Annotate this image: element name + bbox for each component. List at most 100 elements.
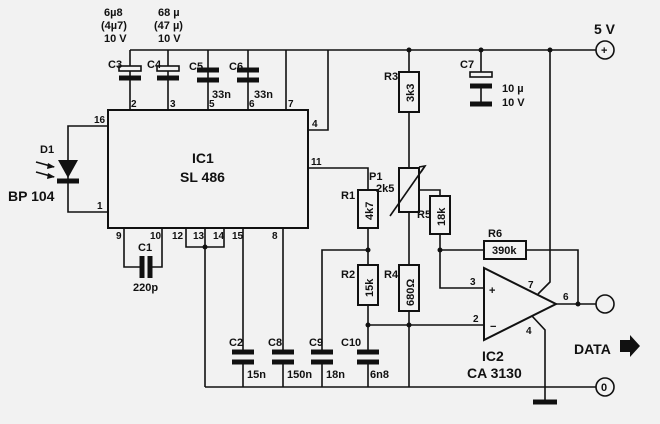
capacitor-c6: C6 33n — [229, 61, 273, 101]
r6-name: R6 — [488, 228, 502, 240]
ic1-pin-11: 11 — [311, 157, 322, 168]
ic1-pin-6: 6 — [249, 99, 255, 110]
c4-alt-value: (47 µ) — [154, 20, 183, 32]
p1-value: 2k5 — [376, 183, 394, 195]
capacitor-c10: C10 6n8 — [341, 325, 389, 387]
c9-value: 18n — [326, 369, 345, 381]
r4-name: R4 — [384, 269, 399, 281]
ic1-name: IC1 — [192, 150, 214, 166]
ic2-pin-2: 2 — [473, 314, 479, 325]
r1-value: 4k7 — [364, 202, 376, 220]
ic2-pin-3: 3 — [470, 277, 476, 288]
ground-label: 0 — [601, 382, 607, 394]
r3-name: R3 — [384, 71, 398, 83]
c1-value: 220p — [133, 282, 158, 294]
c7-name: C7 — [460, 59, 474, 71]
d1-name: D1 — [40, 144, 54, 156]
output-terminal — [595, 294, 615, 314]
r2-value: 15k — [364, 278, 376, 297]
c7-voltage: 10 V — [502, 97, 525, 109]
c5-name: C5 — [189, 61, 203, 73]
resistor-r1: R1 4k7 — [341, 189, 379, 265]
c3-voltage: 10 V — [104, 33, 127, 45]
supply-rail: + 5 V — [130, 21, 616, 60]
c10-name: C10 — [341, 337, 361, 349]
data-output-label: DATA — [574, 335, 640, 357]
c1-name: C1 — [138, 242, 152, 254]
c5-value: 33n — [212, 89, 231, 101]
ic2-pin-7: 7 — [528, 280, 534, 291]
ic1-part: SL 486 — [180, 169, 225, 185]
potentiometer-p1: P1 2k5 — [369, 164, 441, 265]
ic2-opamp: + − 3 2 7 4 6 IC2 CA 3130 — [368, 47, 615, 381]
c10-value: 6n8 — [370, 369, 389, 381]
r5-value: 18k — [436, 207, 448, 226]
ic1-pin-10: 10 — [150, 231, 162, 242]
r2-name: R2 — [341, 269, 355, 281]
resistor-r6: R6 390k — [440, 228, 579, 304]
ic1-ground-wiring — [185, 228, 225, 387]
ic1-pin-8: 8 — [272, 231, 278, 242]
r6-value: 390k — [492, 245, 517, 257]
r4-value: 680Ω — [405, 279, 417, 306]
capacitor-c4: C4 68 µ (47 µ) 10 V — [147, 7, 183, 81]
c9-name: C9 — [309, 337, 323, 349]
ic2-pin-6: 6 — [563, 292, 569, 303]
ic1-pin-15: 15 — [232, 231, 244, 242]
capacitor-c1: C1 220p — [123, 228, 163, 294]
capacitor-c5: C5 33n — [189, 61, 231, 101]
photodiode-d1: D1 BP 104 — [8, 144, 79, 204]
ic2-name: IC2 — [482, 348, 504, 364]
capacitor-c8: C8 150n — [268, 228, 312, 387]
c4-name: C4 — [147, 59, 162, 71]
resistor-r4: R4 680Ω — [384, 264, 420, 387]
data-label: DATA — [574, 341, 611, 357]
r1-name: R1 — [341, 190, 355, 202]
ic1-pin-1: 1 — [97, 201, 103, 212]
resistor-r3: R3 3k3 — [384, 47, 420, 168]
resistor-r5: R5 18k — [417, 195, 451, 282]
ic2-plus-sign: + — [489, 285, 495, 297]
ic1-pin-5: 5 — [209, 99, 215, 110]
c6-value: 33n — [254, 89, 273, 101]
ic2-minus-sign: − — [490, 321, 496, 333]
c4-voltage: 10 V — [158, 33, 181, 45]
r5-name: R5 — [417, 209, 431, 221]
ground-rail: 0 — [205, 342, 615, 405]
d1-part: BP 104 — [8, 188, 55, 204]
ground-terminal — [595, 377, 615, 397]
ic1-pin-12: 12 — [172, 231, 184, 242]
ic2-body — [483, 266, 559, 342]
ic1-pin-7: 7 — [288, 99, 294, 110]
ic2-pin-4: 4 — [526, 326, 532, 337]
capacitor-c9: C9 18n — [309, 249, 368, 387]
c8-name: C8 — [268, 337, 282, 349]
p1-name: P1 — [369, 171, 382, 183]
ic1-pin-2: 2 — [131, 99, 137, 110]
ic1-body — [107, 109, 309, 229]
ic1-pin-16: 16 — [94, 115, 106, 126]
c4-value: 68 µ — [158, 7, 180, 19]
capacitor-c3: C3 6µ8 (4µ7) 10 V — [101, 7, 142, 81]
ic1-pin-4: 4 — [312, 119, 318, 130]
data-arrow-icon — [620, 335, 640, 357]
capacitor-c7: C7 10 µ 10 V — [460, 47, 525, 109]
ic1-pin-9: 9 — [116, 231, 122, 242]
supply-terminal — [595, 40, 615, 60]
supply-plus-sign: + — [601, 45, 607, 57]
ic1-pin-3: 3 — [170, 99, 176, 110]
c3-value: 6µ8 — [104, 7, 123, 19]
capacitor-c2: C2 15n — [229, 228, 266, 387]
c7-value: 10 µ — [502, 83, 524, 95]
r3-value: 3k3 — [405, 84, 417, 102]
c3-name: C3 — [108, 59, 122, 71]
ic1: IC1 SL 486 2 3 5 6 7 4 11 16 1 9 10 12 1… — [67, 50, 369, 242]
c6-name: C6 — [229, 61, 243, 73]
supply-label: 5 V — [594, 21, 616, 37]
ic1-pin-13: 13 — [193, 231, 205, 242]
c2-value: 15n — [247, 369, 266, 381]
resistor-r2: R2 15k — [341, 264, 379, 328]
c3-alt-value: (4µ7) — [101, 20, 127, 32]
c2-name: C2 — [229, 337, 243, 349]
ic1-pin-14: 14 — [213, 231, 225, 242]
